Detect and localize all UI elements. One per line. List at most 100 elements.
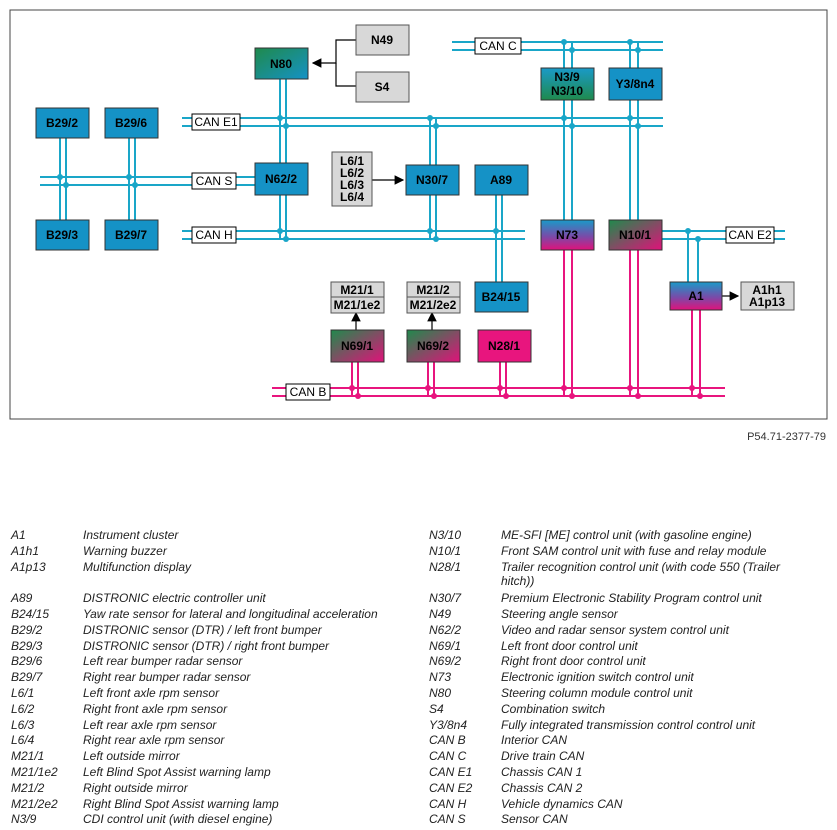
legend-description: CDI control unit (with diesel engine) (83, 812, 273, 827)
unit-b29-6-label: B29/6 (115, 116, 147, 130)
legend-code: N73 (429, 670, 452, 685)
legend-description: ME-SFI [ME] control unit (with gasoline … (501, 528, 752, 542)
legend-code: N49 (429, 607, 452, 621)
legend-code: B29/2 (11, 622, 43, 637)
unit-m21-2e2-label: M21/2e2 (410, 298, 457, 312)
legend-code: A1h1 (11, 543, 40, 558)
unit-n28-1 (477, 329, 532, 363)
unit-n49-label: N49 (371, 33, 393, 47)
legend-description: Sensor CAN (501, 812, 568, 827)
legend-code: M21/1 (11, 749, 45, 764)
unit-b29-2-label: B29/2 (46, 116, 78, 130)
can-h-bus (182, 230, 525, 240)
legend-description: Video and radar sensor system control un… (501, 622, 729, 637)
pink-connectors (351, 250, 701, 396)
unit-b29-7 (104, 219, 159, 251)
unit-a1 (669, 281, 723, 311)
unit-n30-7-label: N30/7 (416, 173, 448, 187)
legend-code: A89 (11, 591, 33, 606)
legend-description: DISTRONIC sensor (DTR) / left front bump… (83, 622, 322, 637)
legend-description: Chassis CAN 2 (501, 780, 583, 795)
legend-code: N80 (429, 686, 452, 700)
can-e2-label: CAN E2 (728, 228, 772, 242)
legend-code: B29/3 (11, 638, 43, 653)
legend-description: Left front door control unit (501, 638, 638, 653)
legend-description: Trailer recognition control unit (with c… (501, 559, 781, 588)
legend-description: Electronic ignition switch control unit (501, 670, 694, 685)
unit-n73-label: N73 (556, 228, 578, 242)
legend-code: B24/15 (11, 607, 50, 621)
legend-description: Left rear bumper radar sensor (83, 654, 243, 669)
legend-code: A1 (11, 528, 26, 542)
unit-a1-label: A1 (688, 289, 704, 303)
unit-b29-6 (104, 107, 159, 139)
can-e1-label-box (191, 113, 241, 131)
can-h-label-box (191, 226, 237, 244)
legend-description: Left outside mirror (83, 749, 180, 764)
unit-m21-1-label: M21/1 (340, 283, 374, 297)
legend-code: N30/7 (429, 591, 462, 606)
unit-n69-2-label: N69/2 (417, 339, 449, 353)
unit-b29-2 (35, 107, 90, 139)
unit-n69-2 (406, 329, 461, 363)
junction-dots-pink (349, 385, 703, 399)
legend-code: CAN S (429, 812, 466, 827)
unit-n80-label: N80 (270, 57, 292, 71)
legend-code: N62/2 (429, 622, 462, 637)
legend-description: Right rear bumper radar sensor (83, 670, 251, 685)
unit-y3-8n4-label: Y3/8n4 (616, 77, 655, 91)
can-e1-bus (182, 117, 663, 127)
legend-code: M21/2 (11, 780, 45, 795)
legend-description: Yaw rate sensor for lateral and longitud… (83, 607, 378, 621)
legend-description: Left rear axle rpm sensor (83, 717, 217, 732)
legend-code: L6/1 (11, 686, 35, 700)
legend-code: Y3/8n4 (429, 717, 468, 732)
blue-connectors (59, 42, 699, 282)
legend-description: Left front axle rpm sensor (83, 686, 220, 700)
can-b-label-box (285, 383, 331, 401)
legend-description: Right front door control unit (501, 654, 646, 669)
unit-n10-1 (608, 219, 663, 251)
legend-description: Vehicle dynamics CAN (501, 796, 623, 811)
unit-b24-15-label: B24/15 (482, 290, 521, 304)
legend-description: Instrument cluster (83, 528, 179, 542)
unit-l6-4-label: L6/4 (340, 190, 364, 204)
legend-code: L6/4 (11, 733, 35, 748)
legend-description: Front SAM control unit with fuse and rel… (501, 543, 767, 558)
legend-description: DISTRONIC sensor (DTR) / right front bum… (83, 638, 330, 653)
figure-id: P54.71-2377-79 (747, 431, 826, 443)
legend-description: Steering column module control unit (501, 686, 693, 700)
legend-description: Right rear axle rpm sensor (83, 733, 225, 748)
legend-code: N69/2 (429, 654, 462, 669)
legend-code: N69/1 (429, 638, 462, 653)
unit-n10-1-label: N10/1 (619, 228, 651, 242)
unit-s4-label: S4 (375, 80, 390, 94)
unit-n73 (540, 219, 595, 251)
can-network-diagram: CAN C CAN E1 CAN S CAN H CAN E2 CAN B N8… (9, 9, 828, 420)
legend-code: CAN B (429, 733, 466, 748)
legend-description: Premium Electronic Stability Program con… (501, 591, 762, 606)
legend-description: Left Blind Spot Assist warning lamp (83, 765, 271, 779)
can-h-label: CAN H (195, 228, 232, 242)
unit-n69-1-label: N69/1 (341, 339, 373, 353)
can-s-label: CAN S (196, 174, 233, 188)
legend-description: DISTRONIC electric controller unit (83, 591, 266, 606)
can-e2-label-box (725, 226, 775, 244)
legend-code: CAN E2 (429, 780, 473, 795)
unit-n62-2-label: N62/2 (265, 172, 297, 186)
unit-n69-1 (330, 329, 385, 363)
unit-l6-1-label: L6/1 (340, 154, 364, 168)
unit-l6-2-label: L6/2 (340, 166, 364, 180)
unit-n62-2 (254, 162, 309, 196)
signal-arrows (311, 39, 740, 330)
can-s-label-box (191, 172, 237, 190)
junction-dots (57, 39, 701, 242)
can-c-label-box (474, 37, 522, 55)
legend-code: N28/1 (429, 559, 462, 574)
unit-s4 (355, 71, 410, 103)
unit-a1p13-label: A1p13 (749, 295, 785, 309)
legend-code: B29/6 (11, 654, 43, 669)
legend-code: N3/9 (11, 812, 37, 827)
unit-y3-8n4 (608, 67, 663, 101)
unit-n3-10-label: N3/10 (551, 84, 583, 98)
